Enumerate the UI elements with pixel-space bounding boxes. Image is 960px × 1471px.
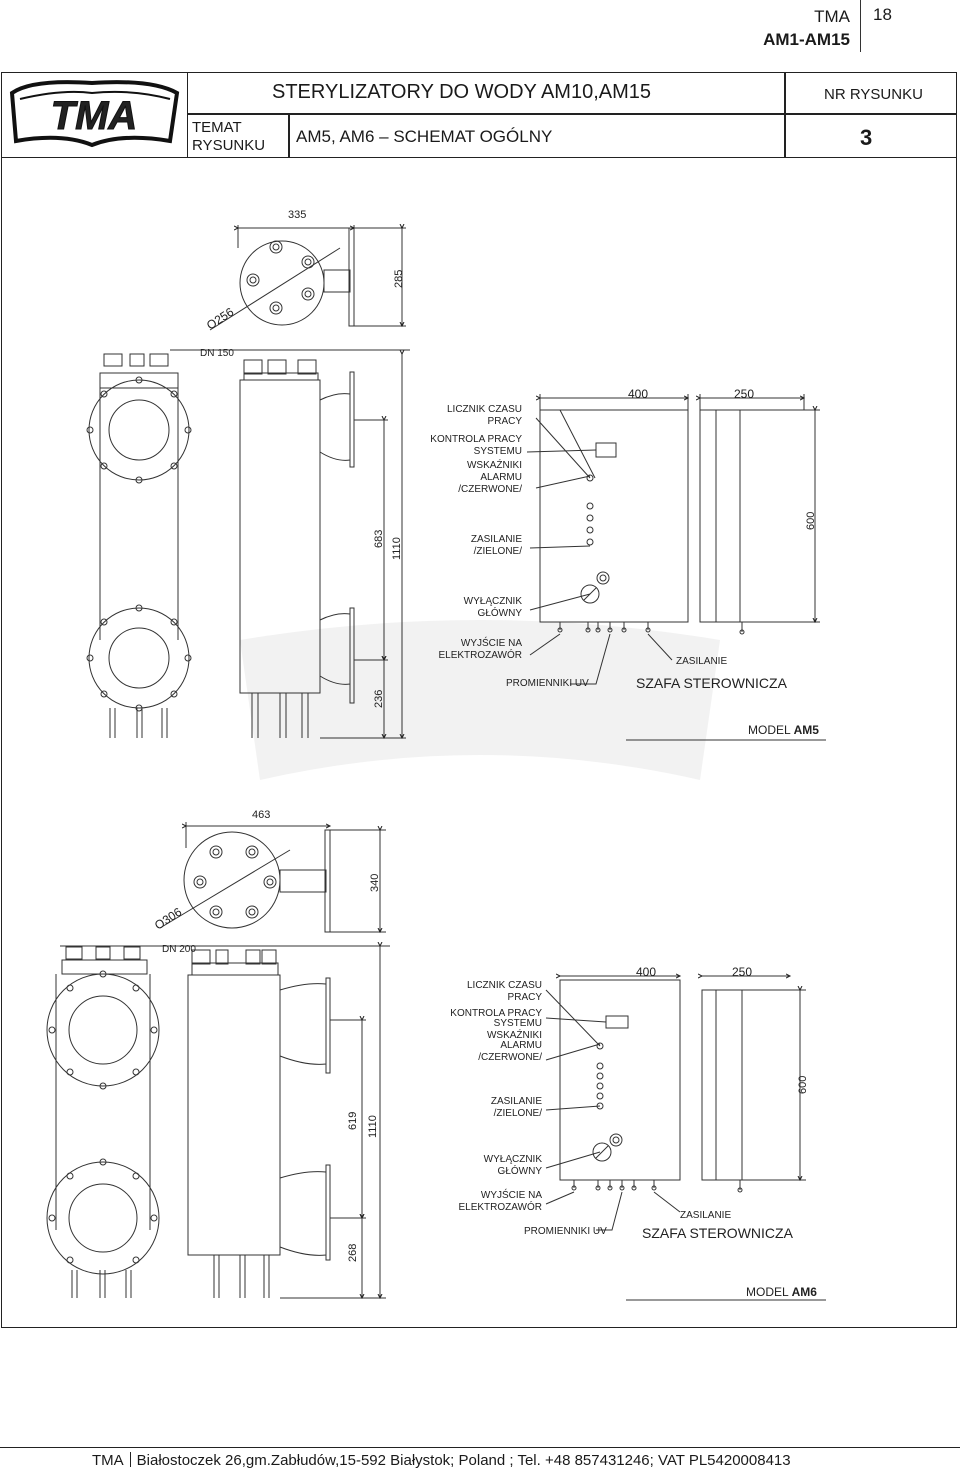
technical-drawing: 335 285 O256 DN 150 683 1110 236 400 250… xyxy=(46,209,826,1301)
am5-dim-236: 236 xyxy=(373,690,385,708)
am6-dim-250: 250 xyxy=(732,965,752,979)
footer-company: TMA xyxy=(92,1452,124,1469)
am6-dim-619: 619 xyxy=(347,1112,359,1130)
am6-label-wylacznik-2: GŁÓWNY xyxy=(498,1164,543,1177)
title-block: TMA STERYLIZATORY DO WODY AM10,AM15 TEMA… xyxy=(1,72,957,158)
am6-dim-400: 400 xyxy=(636,965,656,979)
tma-logo-graphic: TMA xyxy=(9,80,180,148)
am6-dn: DN 200 xyxy=(162,944,196,955)
am5-label-wyjscie-1: WYJŚCIE NA xyxy=(461,636,522,649)
am5-label-wyjscie-2: ELEKTROZAWÓR xyxy=(438,648,522,661)
am5-label-promienniki: PROMIENNIKI UV xyxy=(506,678,589,689)
am6-dim-diameter: O306 xyxy=(152,905,185,933)
am5-dim-683: 683 xyxy=(373,530,385,548)
am5-model: MODEL AM5 xyxy=(748,723,819,737)
am5-dim-width: 335 xyxy=(288,209,306,221)
am6-dim-268: 268 xyxy=(347,1244,359,1262)
am5-label-wskazniki-2: ALARMU xyxy=(480,472,522,483)
am5-label-zasilanie: ZASILANIE xyxy=(676,656,727,667)
am6-left-view xyxy=(46,946,160,1298)
am6-label-promienniki: PROMIENNIKI UV xyxy=(524,1226,607,1237)
footer: TMA Białostoczek 26,gm.Zabłudów,15-592 Bi… xyxy=(0,1447,960,1471)
footer-address: Białostoczek 26,gm.Zabłudów,15-592 Biały… xyxy=(136,1452,791,1469)
am6-label-kontrola-1: KONTROLA PRACY xyxy=(450,1008,542,1019)
header-doc-code: AM1-AM15 xyxy=(763,30,850,49)
am5-label-kontrola-2: SYSTEMU xyxy=(474,446,522,457)
svg-text:TMA: TMA xyxy=(51,94,138,138)
am5-label-licznik-1: LICZNIK CZASU xyxy=(447,404,522,415)
am6-label-zasilanie-z-2: /ZIELONE/ xyxy=(494,1108,543,1119)
am6-label-wskazniki-2: ALARMU xyxy=(500,1040,542,1051)
am5-label-wskazniki-1: WSKAŹNIKI xyxy=(467,458,522,471)
am6-cabinet xyxy=(545,976,806,1231)
am5-label-wylacznik-2: GŁÓWNY xyxy=(478,606,523,619)
am6-label-szafa: SZAFA STEROWNICZA xyxy=(642,1225,794,1241)
title-divider-v1 xyxy=(288,113,290,157)
am6-label-zasilanie: ZASILANIE xyxy=(680,1210,731,1221)
am5-dim-250: 250 xyxy=(734,387,754,401)
am6-label-wylacznik-1: WYŁĄCZNIK xyxy=(484,1154,543,1165)
footer-separator xyxy=(129,1452,131,1467)
am6-top-view xyxy=(159,822,386,932)
drawing-number: 3 xyxy=(860,125,873,150)
am6-label-wskazniki-3: /CZERWONE/ xyxy=(478,1052,542,1063)
am5-dim-diameter: O256 xyxy=(204,305,237,333)
title-divider-v2 xyxy=(784,73,786,157)
am5-front-view xyxy=(170,349,410,738)
am6-label-wskazniki-1: WSKAŹNIKI xyxy=(487,1028,542,1041)
am6-dim-600: 600 xyxy=(797,1076,809,1094)
am5-label-wylacznik-1: WYŁĄCZNIK xyxy=(464,596,523,607)
temat-label: TEMAT RYSUNKU xyxy=(192,119,266,154)
am5-cabinet xyxy=(526,394,820,685)
am5-label-zasilanie-z-2: /ZIELONE/ xyxy=(474,546,523,557)
am6-front-view xyxy=(60,946,390,1298)
am5-dim-height: 285 xyxy=(393,270,405,288)
am6-label-licznik-2: PRACY xyxy=(508,992,543,1003)
main-title: STERYLIZATORY DO WODY AM10,AM15 xyxy=(272,81,652,103)
drawing-number-label: NR RYSUNKU xyxy=(824,86,923,103)
header-company: TMA xyxy=(814,7,850,26)
am6-label-licznik-1: LICZNIK CZASU xyxy=(467,980,542,991)
am5-label-kontrola-1: KONTROLA PRACY xyxy=(430,434,522,445)
am6-label-kontrola-2: SYSTEMU xyxy=(494,1018,542,1029)
am6-dim-1110: 1110 xyxy=(367,1115,379,1138)
title-divider-h xyxy=(187,113,957,115)
am5-left-view xyxy=(86,353,192,738)
header-page-number: 18 xyxy=(860,0,900,52)
am5-label-szafa: SZAFA STEROWNICZA xyxy=(636,675,788,691)
company-logo: TMA xyxy=(2,73,188,157)
am6-dim-width: 463 xyxy=(252,809,270,821)
am6-dim-height: 340 xyxy=(369,874,381,892)
drawing-frame xyxy=(1,158,957,1328)
am6-model: MODEL AM6 xyxy=(746,1285,817,1299)
am5-top-view xyxy=(209,225,406,331)
am6-label-wyjscie-2: ELEKTROZAWÓR xyxy=(458,1200,542,1213)
am5-dn: DN 150 xyxy=(200,348,234,359)
am6-label-zasilanie-z-1: ZASILANIE xyxy=(491,1096,542,1107)
drawing-subtitle: AM5, AM6 – SCHEMAT OGÓLNY xyxy=(296,127,553,146)
am6-label-wyjscie-1: WYJŚCIE NA xyxy=(481,1188,542,1201)
am5-dim-400: 400 xyxy=(628,387,648,401)
am5-label-zasilanie-z-1: ZASILANIE xyxy=(471,534,522,545)
header-doc-id: TMA AM1-AM15 xyxy=(763,5,850,51)
am5-dim-1110: 1110 xyxy=(391,537,403,560)
am5-label-licznik-2: PRACY xyxy=(488,416,523,427)
am5-dim-600: 600 xyxy=(805,512,817,530)
am5-label-wskazniki-3: /CZERWONE/ xyxy=(458,484,522,495)
